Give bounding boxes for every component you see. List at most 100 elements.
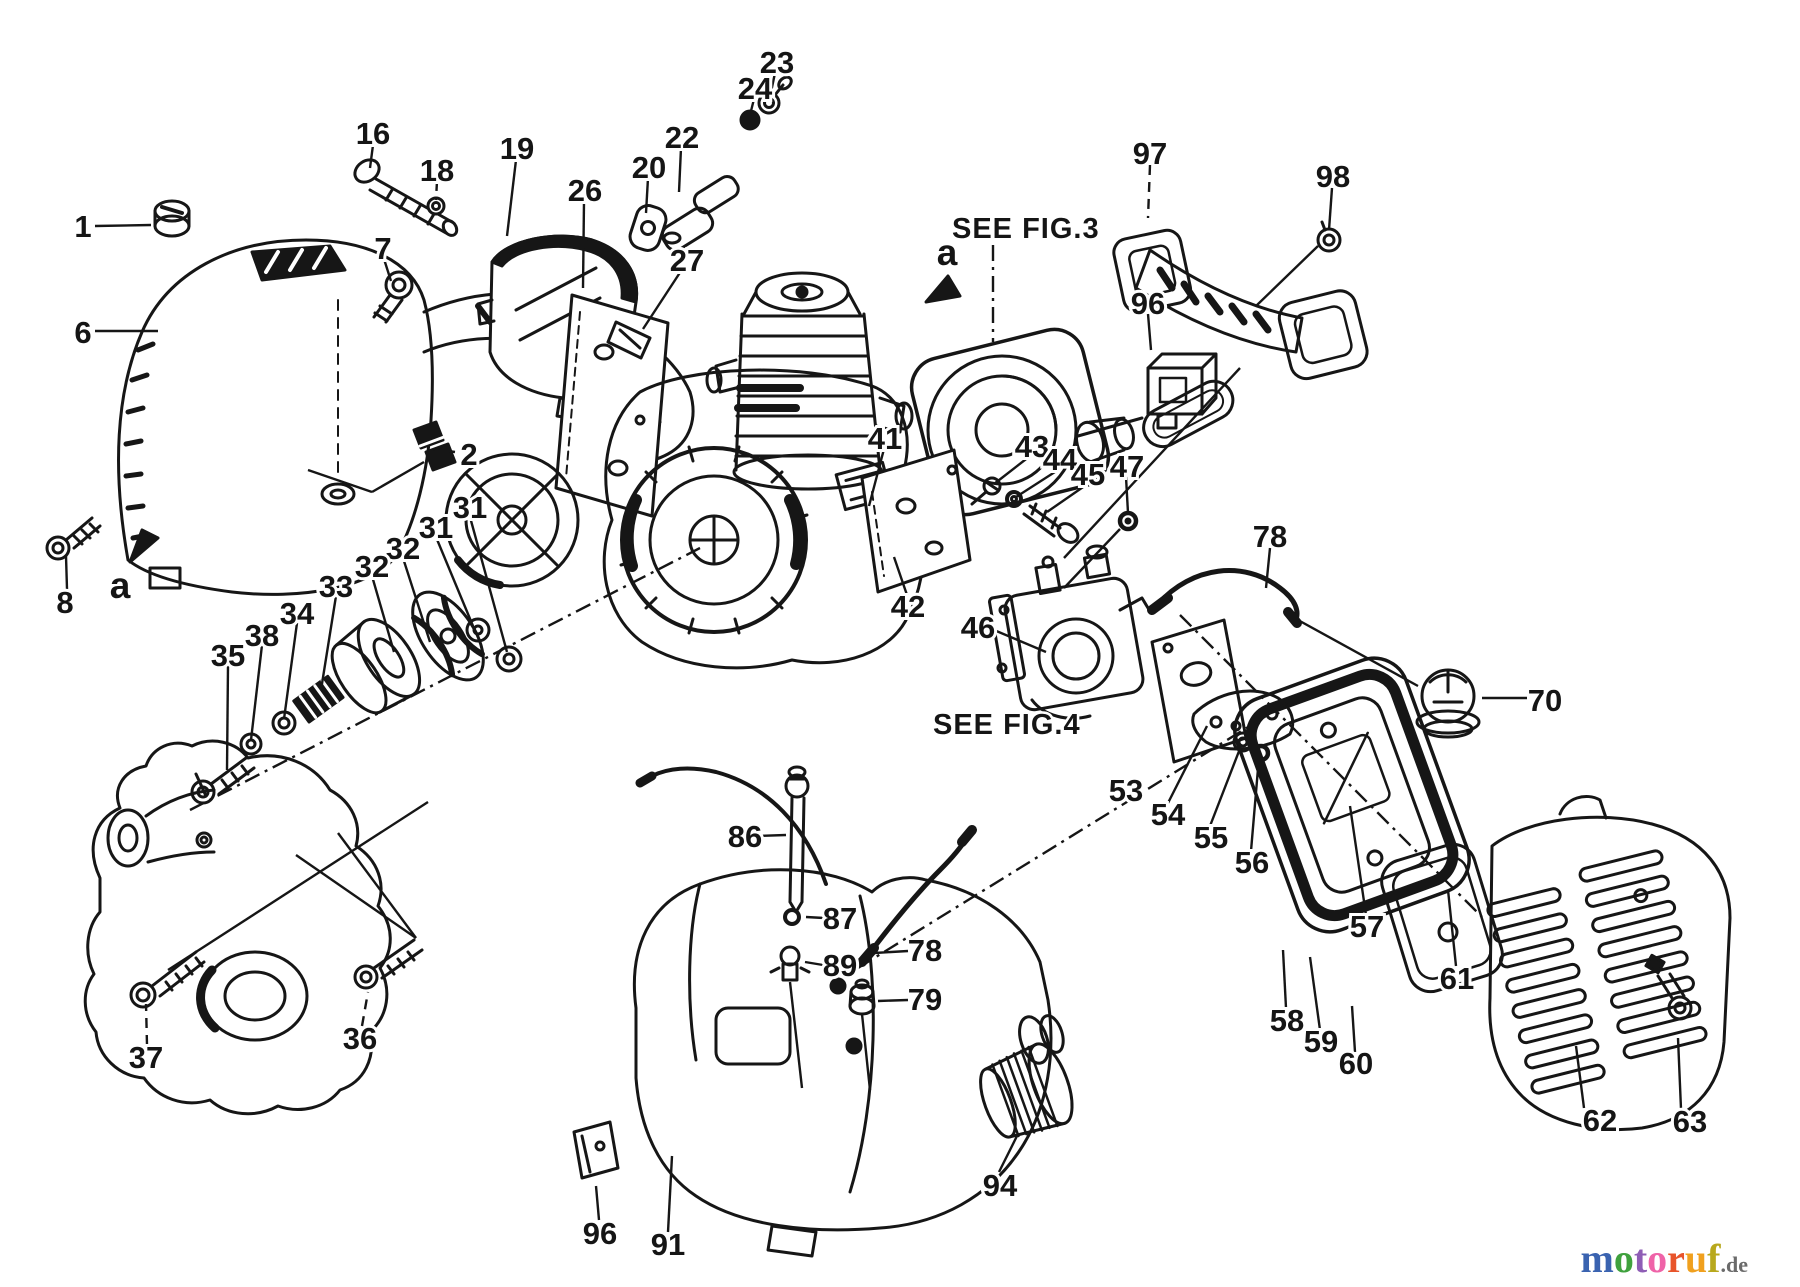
vent-valve-89 [769, 945, 811, 982]
logo-letter: o [1647, 1236, 1668, 1281]
part-label-2-1: 2 [460, 437, 477, 472]
part-label-44-27: 44 [1043, 442, 1078, 477]
part-label-79-45: 79 [908, 982, 942, 1017]
leader-line-32 [1063, 528, 1121, 589]
part-label-87-47: 87 [823, 901, 857, 936]
part-label-58-36: 58 [1270, 1003, 1304, 1038]
part-label-19-7: 19 [500, 131, 534, 166]
part-label-57-35: 57 [1350, 909, 1384, 944]
bolt-8 [45, 516, 102, 561]
leader-line-53 [666, 1155, 674, 1233]
part-label-18-6: 18 [420, 153, 454, 188]
motoruf-watermark: motoruf.de [1581, 1239, 1749, 1279]
bolt-63 [1644, 953, 1693, 1021]
part-label-96-51: 96 [1131, 286, 1165, 321]
leader-line-64 [1146, 164, 1152, 219]
fuel-pipe-long [635, 766, 828, 886]
bolt-37 [129, 950, 206, 1009]
tank-cap [979, 1042, 1074, 1139]
leader-line-20 [319, 595, 338, 691]
leader-line-5 [382, 258, 393, 282]
leader-line-67 [1179, 614, 1483, 918]
leader-line-50 [804, 960, 824, 967]
arrow-a-left [128, 528, 160, 564]
part-label-22-9: 22 [665, 120, 699, 155]
part-label-8-4: 8 [56, 585, 73, 620]
leader-lines [64, 72, 1683, 1233]
part-label-38-21: 38 [245, 618, 279, 653]
part-label-86-46: 86 [728, 819, 762, 854]
part-label-34-19: 34 [280, 596, 315, 631]
primer-bulb [1415, 668, 1481, 739]
leader-line-7 [368, 144, 375, 169]
logo-letter: m [1580, 1236, 1614, 1281]
carb-screws [970, 476, 1139, 544]
part-label-60-38: 60 [1339, 1046, 1373, 1081]
part-label-96-52: 96 [583, 1216, 617, 1251]
motoruf-logo-domain-suffix: .de [1720, 1252, 1749, 1277]
part-label-6-2: 6 [74, 315, 91, 350]
part-label-89-48: 89 [823, 948, 857, 983]
leader-line-38 [1281, 949, 1288, 1009]
leader-line-25 [144, 1003, 149, 1046]
part-label-56-34: 56 [1235, 845, 1269, 880]
leader-line-31 [1124, 476, 1130, 514]
leader-line-8 [434, 180, 439, 201]
leader-line-49 [805, 915, 825, 920]
part-label-41-24: 41 [868, 421, 902, 456]
washer-31b [495, 645, 523, 673]
leader-line-26 [867, 448, 886, 507]
leader-line-58 [1255, 245, 1319, 307]
part-label-7-3: 7 [374, 231, 391, 266]
part-label-20-8: 20 [632, 150, 666, 185]
grommet-79 [848, 978, 876, 1016]
leader-line-66 [857, 701, 1288, 970]
leader-line-18 [401, 557, 432, 643]
leader-line-19 [370, 575, 396, 653]
leader-line-60 [167, 800, 429, 972]
part-label-63-41: 63 [1673, 1104, 1707, 1139]
tank-clip [572, 1120, 620, 1180]
leader-line-51 [788, 981, 804, 1089]
part-label-46-29: 46 [961, 610, 995, 645]
leader-line-3 [307, 468, 373, 494]
leader-line-22 [249, 644, 264, 741]
leader-line-11 [677, 147, 683, 193]
leader-line-21 [282, 622, 299, 720]
part-label-1-0: 1 [74, 209, 91, 244]
part-label-61-39: 61 [1440, 961, 1474, 996]
leader-line-39 [1308, 956, 1322, 1031]
ignition-plate [860, 448, 972, 594]
leader-line-46 [873, 949, 909, 955]
part-number-labels: 1267816181920222324262731313232333435383… [53, 42, 1710, 1265]
fuel-hose-78b [857, 825, 977, 967]
part-label-78-44: 78 [908, 933, 942, 968]
leader-line-40 [1350, 1005, 1357, 1053]
manifold-spacer [628, 204, 668, 252]
exhaust-elbow [660, 175, 740, 252]
part-label-78-43: 78 [1253, 519, 1287, 554]
leader-line-15 [641, 270, 683, 330]
leader-line-0 [94, 223, 152, 228]
part-label-16-5: 16 [356, 116, 390, 151]
leader-line-65 [189, 546, 701, 812]
crankcase-flywheel [602, 368, 926, 670]
leader-line-52 [860, 1013, 872, 1091]
part-label-36-22: 36 [343, 1021, 377, 1056]
clutch-bolt-35 [190, 756, 256, 805]
carburetor [988, 544, 1150, 720]
part-label-62-40: 62 [1583, 1103, 1617, 1138]
recoil-starter [909, 327, 1235, 517]
leader-line-54 [997, 1133, 1020, 1173]
leader-line-29 [1015, 468, 1059, 499]
leader-line-47 [877, 998, 909, 1003]
bolt-16 [353, 158, 459, 237]
leader-line-9 [505, 159, 518, 237]
leader-line-63 [1297, 618, 1419, 688]
heat-shield-bracket [606, 320, 652, 360]
clip-part [412, 420, 457, 472]
part-label-43-26: 43 [1015, 429, 1049, 464]
